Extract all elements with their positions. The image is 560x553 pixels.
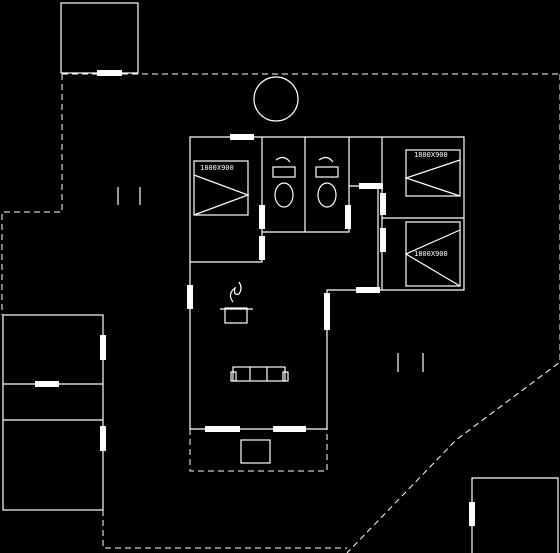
main-door-bottom-2	[273, 426, 306, 432]
main-window-right	[324, 293, 330, 330]
site-boundary	[1, 74, 63, 315]
bed-right-top	[405, 149, 461, 197]
bed-left-triangle	[193, 174, 250, 216]
porch-outline	[189, 429, 328, 472]
bedroom-left-door-2	[259, 236, 265, 260]
corridor-door-3	[380, 228, 386, 252]
bed-right-bottom-triangle	[404, 229, 461, 287]
marker-left	[117, 187, 141, 205]
annex-bottom-right	[471, 477, 559, 553]
corridor-door-2	[380, 193, 386, 215]
marker-right	[397, 353, 424, 372]
annex-left	[2, 314, 104, 511]
annex-left-opening-1	[35, 381, 59, 387]
annex-left-opening-2	[100, 335, 106, 360]
bath-door	[345, 205, 351, 229]
main-door-top	[230, 134, 254, 140]
toilet-icon	[272, 156, 296, 208]
circle-feature	[253, 76, 299, 122]
main-window-left	[187, 285, 193, 309]
sofa-icon	[230, 366, 289, 382]
site-boundary-bottom	[102, 510, 347, 549]
bath-right-wall	[262, 137, 350, 233]
bed-right-top-triangle	[404, 159, 461, 197]
bed-right-top-label: 1800X900	[414, 151, 448, 159]
main-opening-ne	[356, 287, 380, 293]
bed-right-bottom-label: 1800X900	[414, 250, 448, 258]
site-boundary-right	[346, 74, 560, 553]
annex-left-opening-3	[100, 426, 106, 451]
corridor-door	[359, 183, 383, 189]
cooking-pot-icon	[220, 281, 253, 324]
main-house-outline	[189, 136, 465, 430]
main-door-bottom-1	[205, 426, 240, 432]
corridor-wall	[349, 185, 379, 290]
porch-step	[240, 439, 271, 464]
bed-left-label: 1800X900	[200, 164, 234, 172]
annex-top-left	[60, 2, 139, 74]
annex-top-left-opening	[97, 70, 122, 76]
bedroom-left-door	[259, 205, 265, 229]
toilet-icon-2	[315, 156, 339, 208]
annex-bottom-right-opening	[469, 502, 475, 526]
bedroom-left-wall	[190, 137, 263, 263]
bed-left	[193, 160, 249, 216]
